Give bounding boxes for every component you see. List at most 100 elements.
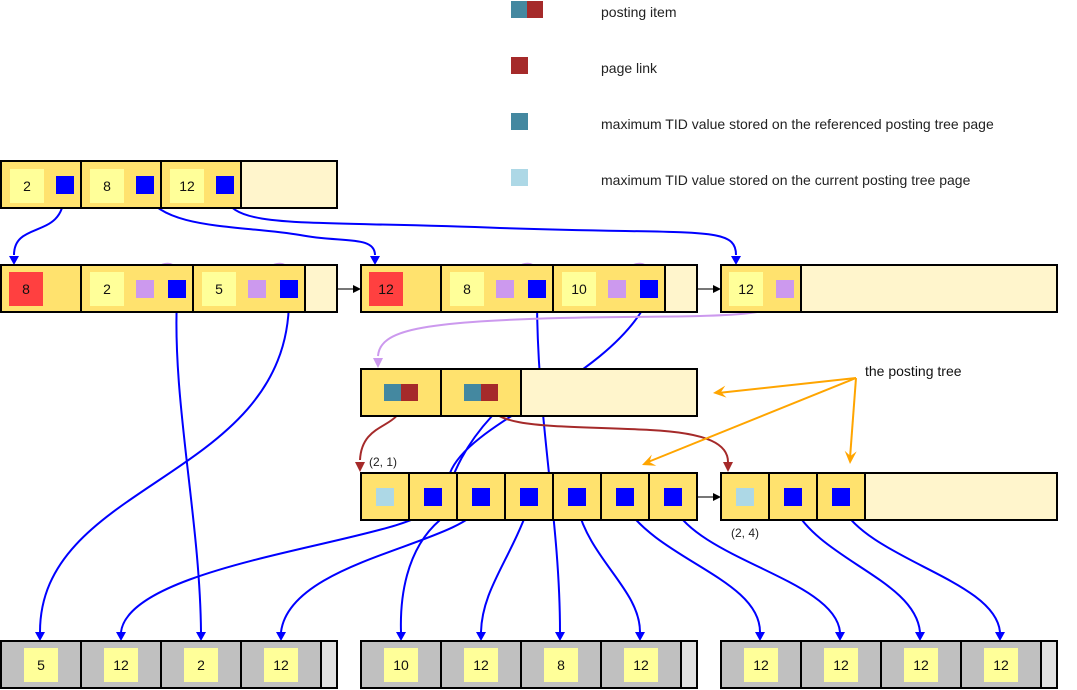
downlink-arrow <box>624 505 761 633</box>
legend-label: posting item <box>601 4 676 20</box>
downlink-pointer-icon <box>280 280 298 298</box>
posting-tree-leaf-page-1: (2, 1) <box>360 455 698 521</box>
legend-label: page link <box>601 60 658 76</box>
key-value: 12 <box>473 657 489 673</box>
arrowhead <box>915 632 925 641</box>
arrowhead <box>370 256 380 265</box>
arrowhead <box>713 385 727 398</box>
posting-item-icon <box>511 1 528 18</box>
posting-pointer-icon <box>496 280 514 298</box>
posting-pointer-icon <box>608 280 626 298</box>
downlink-arrow <box>120 505 433 633</box>
key-value: 12 <box>833 657 849 673</box>
key-box <box>904 648 938 682</box>
key-box <box>202 272 236 306</box>
arrowhead <box>476 632 486 641</box>
max-tid-current-icon <box>736 488 754 506</box>
key-value: 8 <box>22 281 30 297</box>
key-box <box>90 169 124 203</box>
key-box <box>984 648 1018 682</box>
downlink-arrow <box>792 505 921 633</box>
max-tid-current-icon <box>376 488 394 506</box>
key-box <box>264 648 298 682</box>
arrowhead <box>196 632 206 641</box>
key-value: 12 <box>273 657 289 673</box>
arrowhead <box>995 632 1005 641</box>
arrowhead <box>353 285 361 293</box>
downlink-arrow <box>224 193 737 256</box>
arrowhead <box>844 450 857 464</box>
page-link-arrow <box>488 400 729 463</box>
downlink-arrow <box>840 505 1001 633</box>
heap-leaf-page-1: 5 12 2 12 <box>0 640 338 689</box>
page-coordinate: (2, 4) <box>731 526 759 540</box>
key-value: 2 <box>197 657 205 673</box>
key-value: 12 <box>913 657 929 673</box>
entry-tree-root-page: 2 8 12 <box>0 160 338 209</box>
key-value: 12 <box>993 657 1009 673</box>
key-box <box>729 272 763 306</box>
key-value: 8 <box>103 178 111 194</box>
free-space <box>304 264 338 313</box>
item-pointer-icon <box>832 488 850 506</box>
page-link-icon <box>481 384 498 401</box>
key-box <box>744 648 778 682</box>
downlink-pointer-icon <box>56 176 74 194</box>
key-value: 2 <box>23 178 31 194</box>
item-pointer-icon <box>664 488 682 506</box>
key-value: 2 <box>103 281 111 297</box>
downlink-arrow <box>536 297 561 633</box>
key-box <box>384 648 418 682</box>
posting-tree-pointer-icon <box>776 280 794 298</box>
free-space <box>240 160 338 209</box>
free-space <box>800 264 1058 313</box>
key-value: 12 <box>179 178 195 194</box>
key-value: 12 <box>738 281 754 297</box>
downlink-pointer-icon <box>640 280 658 298</box>
arrowhead <box>555 632 565 641</box>
key-box <box>624 648 658 682</box>
key-box <box>562 272 596 306</box>
downlink-arrow <box>672 505 841 633</box>
arrowhead <box>713 285 721 293</box>
legend-item-page-link: page link <box>511 57 658 76</box>
key-box <box>369 272 403 306</box>
key-value: 5 <box>37 657 45 673</box>
arrowhead <box>723 462 733 472</box>
free-space <box>320 640 338 689</box>
item-pointer-icon <box>616 488 634 506</box>
legend-item-max-tid-referenced: maximum TID value stored on the referenc… <box>511 113 994 132</box>
key-value: 8 <box>463 281 471 297</box>
arrowhead <box>755 632 765 641</box>
downlink-pointer-icon <box>528 280 546 298</box>
item-pointer-icon <box>568 488 586 506</box>
posting-tree-root-page <box>360 368 698 417</box>
page-link-icon <box>401 384 418 401</box>
downlink-arrow <box>144 193 376 256</box>
posting-pointer-icon <box>248 280 266 298</box>
posting-tree-annotation-arrow <box>717 377 857 394</box>
key-box <box>10 169 44 203</box>
free-space <box>864 472 1058 521</box>
item-pointer-icon <box>784 488 802 506</box>
max-tid-referenced-icon <box>464 384 481 401</box>
key-box <box>170 169 204 203</box>
max-tid-current-icon <box>511 169 528 186</box>
downlink-pointer-icon <box>216 176 234 194</box>
legend: posting item page link maximum TID value… <box>511 1 994 188</box>
key-value: 10 <box>571 281 587 297</box>
legend-label: maximum TID value stored on the current … <box>601 172 971 188</box>
key-value: 12 <box>113 657 129 673</box>
key-value: 12 <box>378 281 394 297</box>
key-box <box>90 272 124 306</box>
downlink-arrow <box>399 415 493 633</box>
posting-tree-annotation-arrow <box>849 377 857 459</box>
key-value: 8 <box>557 657 565 673</box>
downlink-pointer-icon <box>168 280 186 298</box>
downlink-arrow <box>576 505 641 633</box>
max-tid-referenced-icon <box>384 384 401 401</box>
